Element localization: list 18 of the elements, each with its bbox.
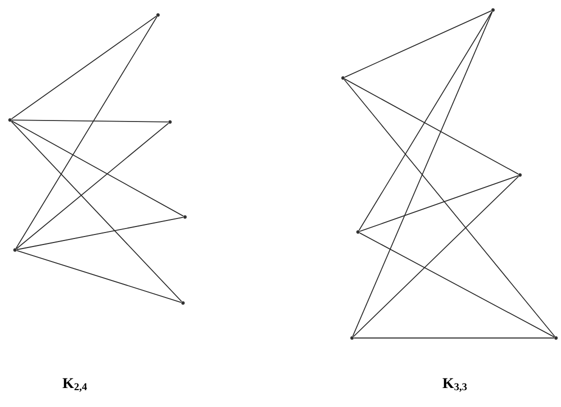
graph-edge xyxy=(16,250,182,303)
graph-edge xyxy=(16,122,169,250)
graph-edge xyxy=(11,120,184,216)
graph-edge xyxy=(12,120,168,122)
graph-edge xyxy=(344,10,492,78)
graph-label: K$_{3,3}$ xyxy=(442,378,467,392)
graph-edge xyxy=(10,120,182,302)
graph-edge xyxy=(359,232,555,338)
graph-edge xyxy=(358,11,492,231)
graph-edge xyxy=(11,16,157,120)
graph-edge xyxy=(344,79,556,337)
graph-edge xyxy=(352,176,520,338)
graph-edge xyxy=(16,16,158,249)
graph-edge xyxy=(344,78,519,174)
graph-edge xyxy=(359,175,519,232)
graph-edge xyxy=(16,216,184,250)
graph-label: K$_{2,4}$ xyxy=(62,378,87,392)
graph-edge xyxy=(352,11,493,337)
